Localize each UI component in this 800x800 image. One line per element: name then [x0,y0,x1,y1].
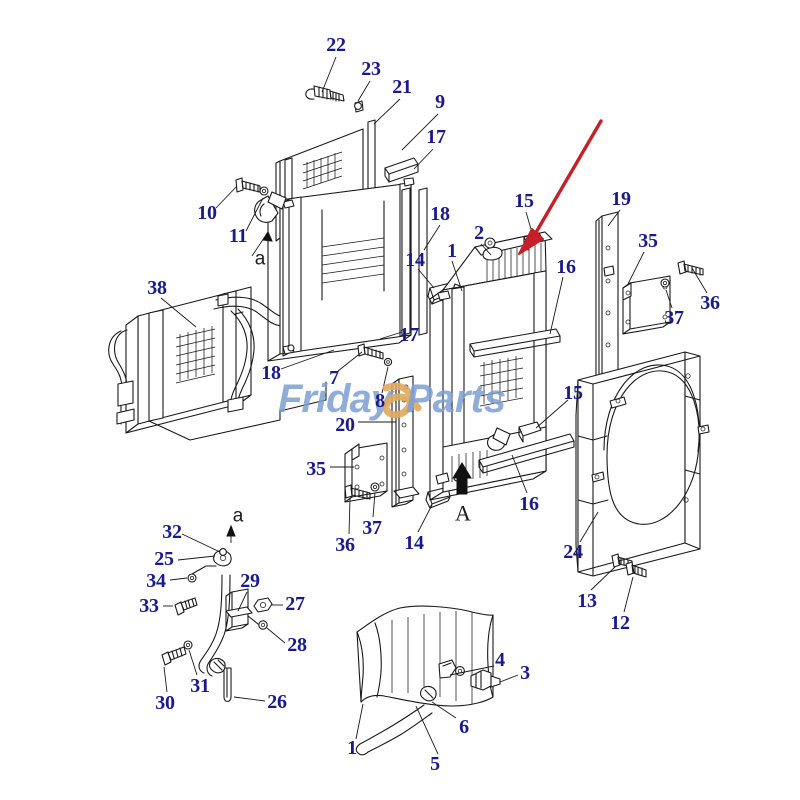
part-37-washer-left [370,482,380,492]
callout-label-9: 9 [435,91,445,113]
section-arrow-A [452,462,472,495]
callout-label-14b: 14 [404,532,424,554]
callout-label-37l: 37 [362,517,382,539]
part-7-8-bolt [357,343,393,367]
callout-label-25: 25 [154,548,174,570]
callout-label-29: 29 [240,570,260,592]
callout-label-8: 8 [375,390,385,412]
callout-label-16t: 16 [556,256,576,278]
callout-label-11: 11 [228,225,248,247]
callout-label-2: 2 [474,222,484,244]
part-30-bolt [161,646,187,666]
callout-label-33: 33 [139,595,159,617]
callout-label-30: 30 [155,692,175,714]
part-1-radiator-main [429,231,575,501]
part-21-rod [367,119,376,199]
callout-label-6: 6 [459,716,469,738]
callout-label-35l: 35 [306,458,326,480]
callout-label-3: 3 [520,662,530,684]
callout-label-10: 10 [197,202,217,224]
callout-label-24: 24 [563,541,583,563]
callout-label-21: 21 [392,76,412,98]
callout-label-1b: 1 [347,737,357,759]
section-mark-a-top: a [254,248,266,270]
leader-lines [160,56,708,755]
callout-label-23: 23 [361,58,381,80]
callout-label-15b: 15 [563,382,583,404]
callout-label-28: 28 [287,634,307,656]
callout-label-36l: 36 [335,534,355,556]
callout-label-12: 12 [610,612,630,634]
part-36-bolt-right [677,260,704,276]
callout-label-4: 4 [495,649,505,671]
red-pointer-arrow [518,119,603,255]
part-23-bolt [354,100,364,113]
part-20-post [391,375,420,508]
section-mark-A-center: A [455,500,471,526]
callout-label-32: 32 [162,521,182,543]
callout-label-5: 5 [430,753,440,775]
callout-label-19: 19 [611,188,631,210]
callout-label-17b: 17 [399,324,419,346]
section-mark-a-bottom: a [232,505,244,527]
callout-label-17t: 17 [426,126,446,148]
part-12-bolt [625,561,647,578]
part-33-bolt [174,597,198,616]
part-37-washer-right [660,278,670,288]
part-35-bracket-left [344,442,388,503]
callout-label-27: 27 [285,593,305,615]
part-35-bracket-right [622,260,704,335]
callout-label-31: 31 [190,675,210,697]
part-22-clip [305,85,345,102]
callout-label-18l: 18 [261,362,281,384]
callout-label-18r: 18 [430,203,450,225]
callout-label-36r: 36 [700,292,720,314]
callout-label-14t: 14 [405,249,425,271]
callout-label-37r: 37 [664,307,684,329]
callout-label-35r: 35 [638,230,658,252]
callout-label-15t: 15 [514,190,534,212]
callout-label-34: 34 [146,570,166,592]
callout-label-22: 22 [326,34,346,56]
callout-label-7: 7 [329,367,339,389]
callout-label-20: 20 [335,414,355,436]
callout-label-13: 13 [577,590,597,612]
callout-label-26: 26 [267,691,287,713]
callout-label-38: 38 [147,277,167,299]
part-36-bolt-left [344,484,371,500]
part-1-tank-lower [355,605,501,756]
callout-label-1a: 1 [447,240,457,262]
part-15-fitting-bottom [518,421,542,437]
callout-label-16b: 16 [519,493,539,515]
part-18-rod [401,187,428,336]
part-24-fan-shroud [575,351,710,578]
part-oil-cooler-38 [108,286,327,441]
part-19-channel [595,211,621,395]
part-guard-frame-18 [267,177,415,362]
part-tube-assembly-lower-left [161,524,273,703]
